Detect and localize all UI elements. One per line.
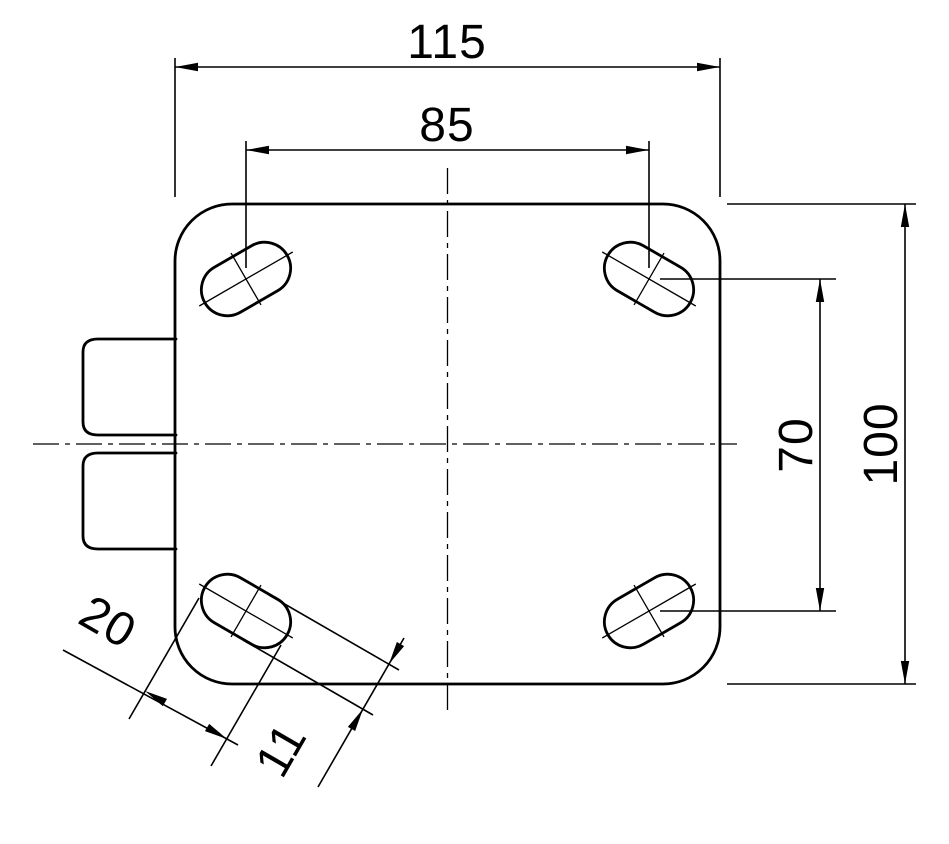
extension-line: [268, 594, 400, 671]
arrowhead-top: [900, 204, 910, 227]
arrowhead-left: [246, 145, 269, 155]
slot-top-right-axis-short: [633, 252, 665, 306]
left-tab-bottom: [81, 451, 178, 551]
slot-bottom-left: [198, 572, 294, 650]
slot-top-left-axis-short: [230, 252, 262, 306]
arrowhead-left: [175, 62, 198, 72]
dimension-slot-spacing-vertical: 70: [660, 278, 836, 612]
dimension-slot-spacing-horizontal: 85: [245, 99, 650, 268]
arrowhead-upper: [389, 641, 405, 664]
dim-plate-depth-label: 100: [855, 402, 908, 485]
dim-slot-spacing-vertical-label: 70: [770, 417, 823, 472]
slot-top-right: [601, 240, 697, 318]
extension-line: [128, 597, 200, 720]
left-tabs: [81, 337, 178, 551]
extension-line: [210, 644, 282, 767]
arrowhead-top: [815, 279, 825, 302]
slot-bottom-right: [601, 572, 697, 650]
arrowhead-bottom: [900, 661, 910, 684]
arrowhead-right: [697, 62, 720, 72]
slot-bottom-left-axis-short: [230, 584, 262, 638]
slot-top-left: [198, 240, 294, 318]
centerlines: [33, 168, 737, 712]
arrowhead-bottom: [815, 588, 825, 611]
slot-bottom-right-axis-short: [633, 584, 665, 638]
dimension-plate-width: 115: [174, 16, 721, 197]
plate-outline: [173, 202, 722, 686]
arrowhead-lower: [347, 709, 363, 732]
dim-plate-width-label: 115: [407, 16, 487, 69]
dimension-plate-depth: 100: [727, 203, 916, 685]
arrowhead-right: [626, 145, 649, 155]
left-tab-top: [81, 337, 178, 437]
arrowhead-upper: [145, 691, 168, 707]
dim-slot-spacing-horizontal-label: 85: [419, 99, 474, 152]
arrowhead-lower: [204, 723, 227, 739]
extension-line: [242, 639, 374, 716]
